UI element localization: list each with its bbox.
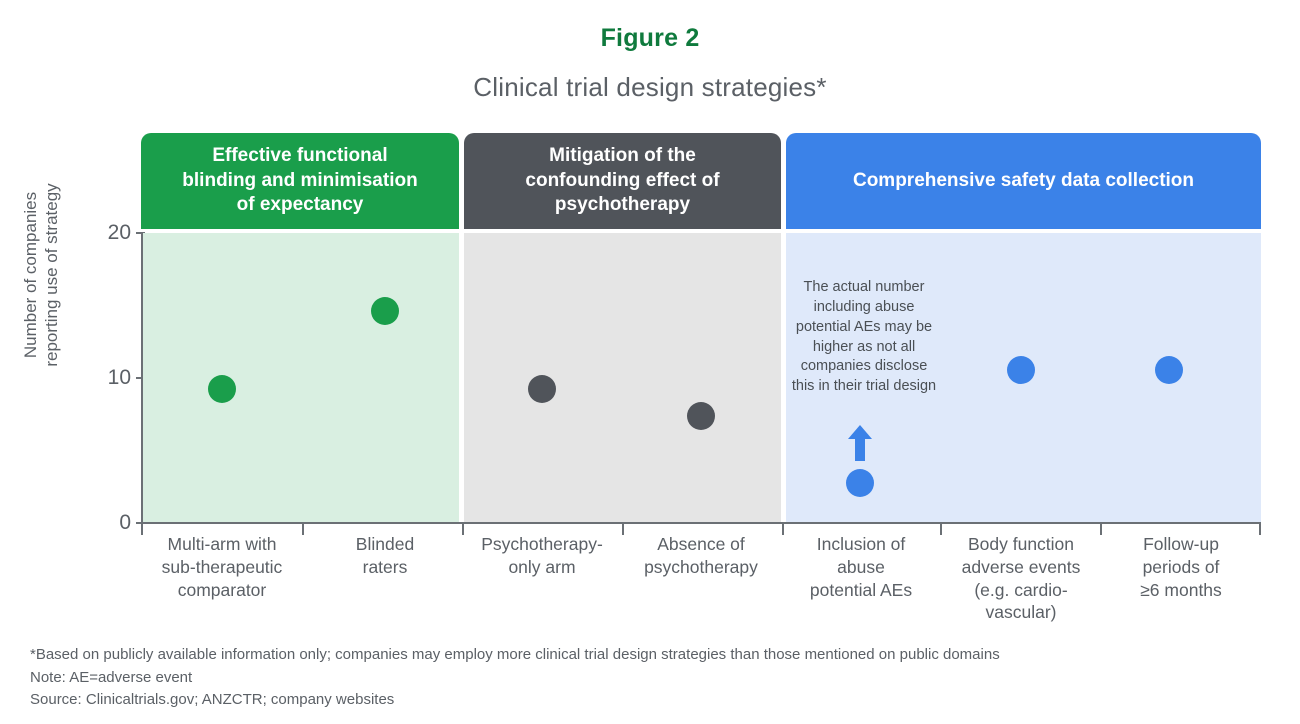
figure-label: Figure 2: [600, 24, 700, 52]
x-category-label-multi-arm: Multi-arm with sub-therapeutic comparato…: [142, 533, 302, 601]
y-axis-label: Number of companies reporting use of str…: [20, 125, 80, 425]
xcat0-line1: Multi-arm with: [167, 534, 277, 554]
panel-header-effective-functional-blinding: Effective functional blinding and minimi…: [141, 133, 459, 229]
xcat3-line1: Absence of: [657, 534, 745, 554]
xcat0-line2: sub-therapeutic: [161, 556, 283, 577]
footnote-asterisk: *Based on publicly available information…: [30, 646, 1000, 663]
xcat5-line1: Body function: [967, 534, 1075, 554]
x-category-label-blinded-raters: Blinded raters: [305, 533, 465, 579]
x-category-label-inclusion-abuse-potential-aes: Inclusion of abuse potential AEs: [783, 533, 939, 601]
xcat2-line1: Psychotherapy-: [481, 534, 603, 554]
x-category-label-body-function-adverse-events: Body function adverse events (e.g. cardi…: [941, 533, 1101, 624]
panel1-header-line1: Effective functional: [212, 144, 388, 166]
y-tick-label-10: 10: [107, 366, 131, 389]
y-tick-label-0: 0: [119, 511, 131, 534]
x-tick-mark-0: [141, 524, 143, 535]
data-point-absence-of-psychotherapy[interactable]: [687, 402, 715, 430]
x-category-label-psychotherapy-only-arm: Psychotherapy- only arm: [462, 533, 622, 579]
xcat3-line2: psychotherapy: [644, 556, 758, 577]
xcat6-line3: ≥6 months: [1140, 579, 1222, 600]
xcat6-line2: periods of: [1142, 556, 1220, 577]
x-tick-mark-7: [1259, 524, 1261, 535]
xcat6-line1: Follow-up: [1143, 534, 1219, 554]
panel-body-effective-functional-blinding: [143, 233, 459, 523]
xcat0-line3: comparator: [177, 579, 267, 600]
xcat4-line2: abuse: [837, 556, 885, 577]
data-point-inclusion-of-abuse-potential-aes[interactable]: [846, 469, 874, 497]
panel2-header-line3: psychotherapy: [554, 194, 691, 216]
xcat1-line2: raters: [362, 556, 408, 577]
data-point-psychotherapy-only-arm[interactable]: [528, 375, 556, 403]
panel-header-comprehensive-safety-data: Comprehensive safety data collection: [786, 133, 1261, 229]
x-tick-mark-4: [782, 524, 784, 535]
footnotes: *Based on publicly available information…: [30, 644, 1000, 712]
data-point-blinded-raters[interactable]: [371, 297, 399, 325]
annotation-text: The actual number including abuse potent…: [791, 279, 937, 395]
y-tick-mark-0: [136, 522, 145, 524]
panel3-header-line1: Comprehensive safety data collection: [852, 169, 1195, 191]
panel1-header-line2: blinding and minimisation: [182, 169, 418, 191]
x-category-label-absence-of-psychotherapy: Absence of psychotherapy: [621, 533, 781, 579]
figure-title: Clinical trial design strategies*: [473, 72, 827, 102]
xcat5-line3: (e.g. cardio-: [974, 579, 1068, 600]
data-point-follow-up-periods[interactable]: [1155, 356, 1183, 384]
y-axis-line: [141, 232, 143, 524]
xcat2-line2: only arm: [508, 556, 576, 577]
x-tick-mark-6: [1100, 524, 1102, 535]
footnote-note: Note: AE=adverse event: [30, 668, 193, 686]
panel-body-mitigation-confounding-psychotherapy: [464, 233, 781, 523]
xcat1-line1: Blinded: [355, 534, 415, 554]
panel2-header-line2: confounding effect of: [525, 169, 720, 191]
y-tick-mark-10: [136, 377, 145, 379]
x-axis-line: [141, 522, 1261, 524]
xcat4-line1: Inclusion of: [816, 534, 906, 554]
x-tick-mark-2: [462, 524, 464, 535]
up-arrow-icon: [846, 425, 874, 461]
x-tick-mark-3: [622, 524, 624, 535]
xcat5-line4: vascular): [985, 602, 1057, 623]
xcat4-line3: potential AEs: [809, 579, 913, 600]
xcat5-line2: adverse events: [961, 556, 1081, 577]
x-category-label-follow-up-periods: Follow-up periods of ≥6 months: [1101, 533, 1261, 601]
panel1-header-line3: of expectancy: [236, 194, 364, 216]
data-point-body-function-adverse-events[interactable]: [1007, 356, 1035, 384]
y-axis-label-line1: Number of companies: [21, 191, 40, 359]
x-tick-mark-1: [302, 524, 304, 535]
x-tick-mark-5: [940, 524, 942, 535]
panel-header-mitigation-confounding-psychotherapy: Mitigation of the confounding effect of …: [464, 133, 781, 229]
data-point-multi-arm-sub-therapeutic-comparator[interactable]: [208, 375, 236, 403]
y-axis-label-line2: reporting use of strategy: [42, 183, 62, 367]
panel2-header-line1: Mitigation of the: [549, 144, 696, 166]
footnote-source: Source: Clinicaltrials.gov; ANZCTR; comp…: [30, 691, 395, 708]
y-tick-label-20: 20: [107, 221, 131, 244]
y-tick-mark-20: [136, 232, 145, 234]
